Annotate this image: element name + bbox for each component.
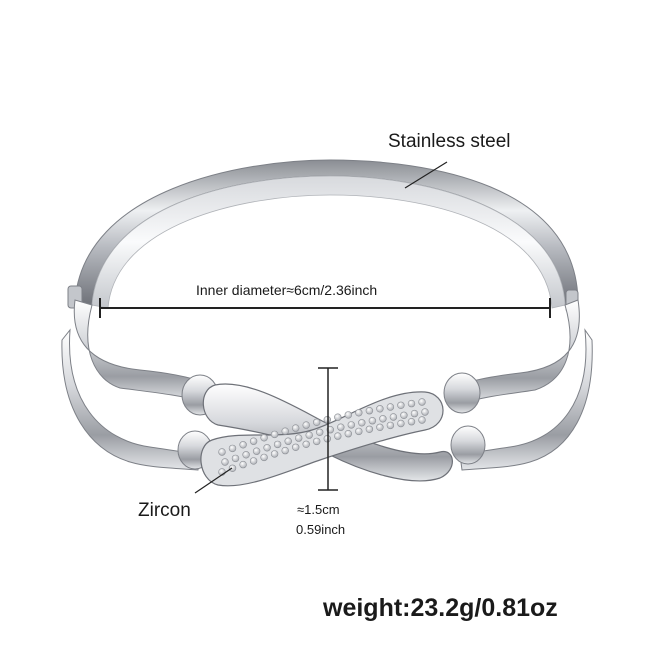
zircon-stone [249,457,258,465]
zircon-stone [397,401,405,409]
zircon-stone [242,451,250,459]
zircon-stone [376,405,384,413]
zircon-stone [302,421,310,429]
zircon-stone [270,430,279,439]
zircon-stone [344,430,352,438]
zircon-stone [407,399,416,408]
weight-label: weight:23.2g/0.81oz [323,594,558,622]
zircon-stone [389,413,398,421]
zircon-stone [344,411,352,419]
width-inch-label: 0.59inch [296,522,346,537]
zircon-stone [281,427,289,435]
zircon-stone [263,444,271,452]
zircon-stone [313,437,321,446]
zircon-stone [337,423,345,431]
zircon-stone [239,441,247,449]
left-arm-lower [61,328,201,471]
zircon-stone [316,428,324,436]
zircon-stone [260,434,268,442]
zircon-stone [228,464,237,472]
zircon-stone [347,421,355,429]
zircon-stone [400,411,408,419]
zircon-stone [365,407,374,415]
zircon-stone [284,437,292,445]
zircon-stone [358,419,366,427]
zircon-stone [407,418,416,426]
zircon-stones [218,398,429,476]
zircon-stone [368,417,377,425]
zircon-stone [313,418,321,426]
zircon-stone [386,421,395,430]
zircon-stone [260,453,268,462]
zircon-stone [295,434,303,442]
zircon-stone [379,415,387,423]
zircon-stone [281,446,289,455]
zircon-stone [376,423,384,431]
zircon-stone [252,447,261,455]
zircon-stone [292,424,300,432]
material-label: Stainless steel [388,131,511,152]
zircon-stone [355,409,363,417]
zircon-stone [231,454,240,463]
zircon-stone [355,427,363,436]
zircon-stone [418,398,426,406]
zircon-stone [397,419,405,428]
knuckle-right-top [443,372,481,414]
right-arm-lower [459,328,593,471]
zircon-stone [365,425,374,433]
zircon-stone [239,460,247,469]
zircon-stone [249,437,258,445]
zircon-stone [273,440,282,449]
zircon-stone [218,448,226,456]
zircon-stone [305,431,313,439]
stone-label: Zircon [138,500,191,521]
stone-pointer-line [194,467,233,494]
zircon-stone [418,416,426,424]
zircon-stone [228,444,237,453]
knuckle-right-bottom [450,425,486,465]
zircon-stone [334,413,342,421]
zircon-stone [410,409,419,418]
zircon-stone [334,432,342,440]
zircon-stone [386,403,395,411]
zircon-stone [421,408,429,416]
inner-diameter-label: Inner diameter≈6cm/2.36inch [196,282,378,298]
width-cm-label: ≈1.5cm [297,502,340,517]
zircon-stone [302,440,310,448]
material-pointer-line [404,161,448,189]
zircon-stone [292,443,300,451]
zircon-stone [221,458,229,466]
zircon-stone [270,450,279,458]
